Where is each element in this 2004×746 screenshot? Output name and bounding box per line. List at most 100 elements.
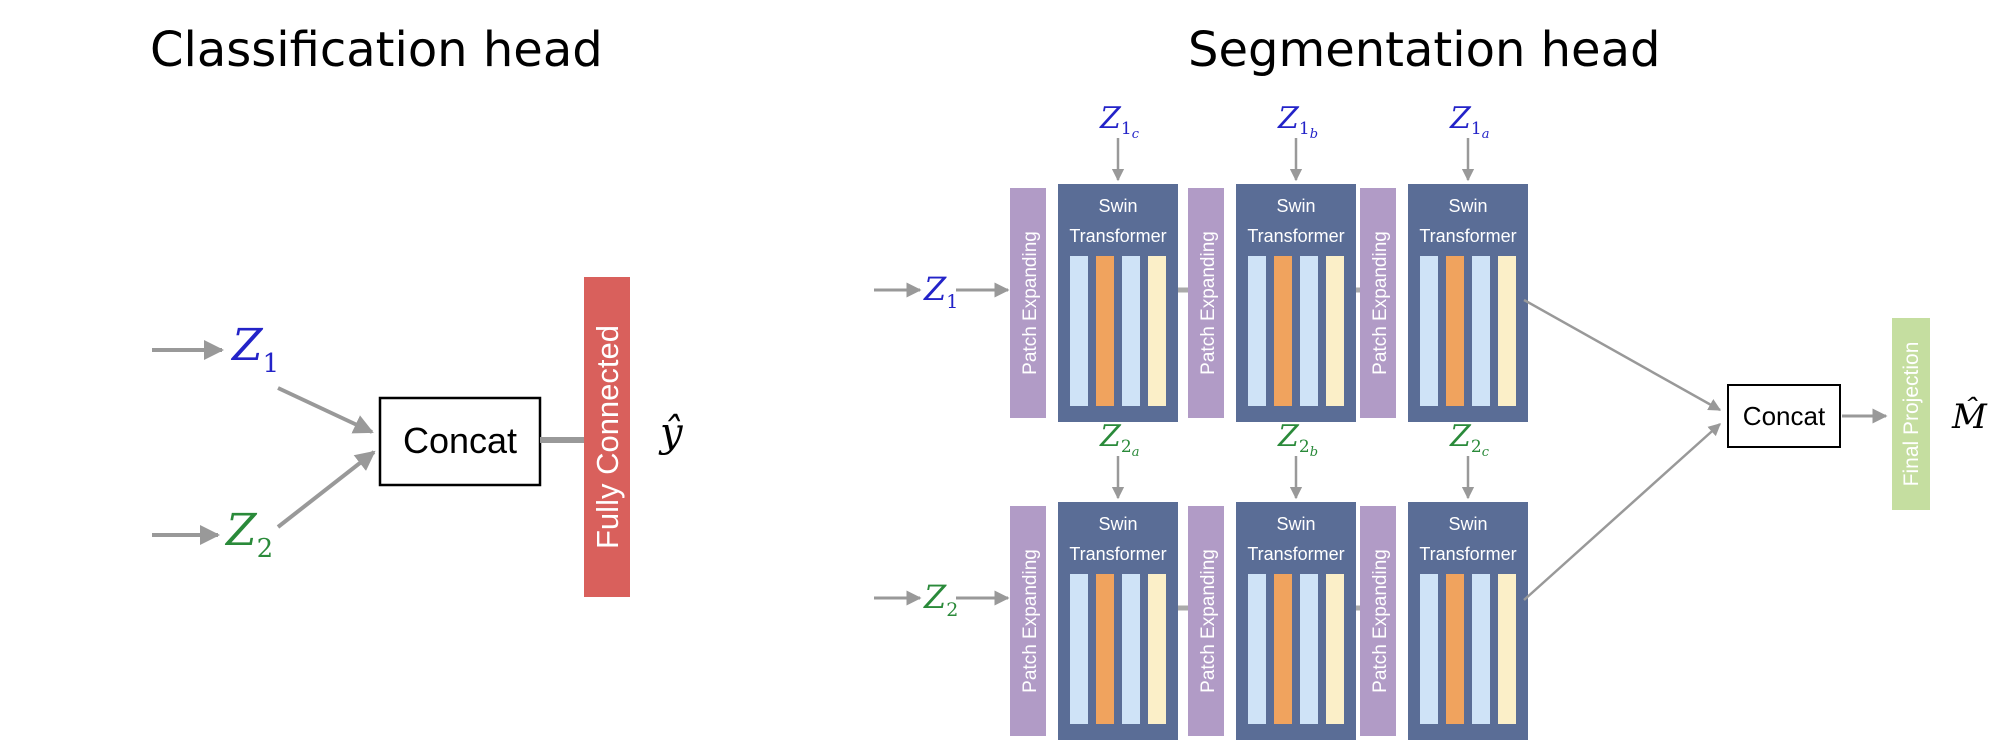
seg-bottom-stage1-swin-label-line2: Transformer <box>1069 544 1166 564</box>
seg-bottom-stage1-skip-sub: 2 <box>1121 437 1132 457</box>
seg-bottom-stage2-patch-expanding-box <box>1188 506 1224 736</box>
seg-top-stage3-patch-expanding-label: Patch Expanding <box>1370 231 1391 375</box>
seg-top-stage1-patch-expanding-label: Patch Expanding <box>1020 231 1041 375</box>
seg-bottom-stage3-patch-expanding-label: Patch Expanding <box>1370 549 1391 693</box>
seg-top-stage3-skip-sub: 1 <box>1471 119 1482 139</box>
cls-z1-to-concat-arrow <box>277 386 374 434</box>
seg-top-stage2-skip-subsub: b <box>1310 127 1318 142</box>
seg-bottom-stage2-swin-label-line2: Transformer <box>1247 544 1344 564</box>
seg-top-stage2-swin-label-line2: Transformer <box>1247 226 1344 246</box>
seg-top-stage3-bar-2 <box>1446 256 1464 406</box>
seg-top-stage2-bar-3 <box>1300 256 1318 406</box>
seg-top-stage2-patch-expanding-label: Patch Expanding <box>1198 231 1219 375</box>
seg-bottom-stage2-swin-label-line1: Swin <box>1276 514 1315 534</box>
seg-top-stage1-bar-4 <box>1148 256 1166 406</box>
seg-top-stage1-skip-sub: 1 <box>1121 119 1132 139</box>
seg-top-stage1-skip-symbol: Z <box>1099 101 1122 136</box>
seg-bottom-stage2-bar-1 <box>1248 574 1266 724</box>
cls-input2-label: Z2 <box>224 505 273 564</box>
cls-z2-to-concat-arrow <box>276 450 376 529</box>
seg-bottom-stage1-swin-label-line1: Swin <box>1098 514 1137 534</box>
seg-bottom-stage3-skip-subsub: c <box>1482 445 1490 460</box>
seg-top-stage2-skip-symbol: Z <box>1277 101 1300 136</box>
seg-top-stage2-skip-label: Z1b <box>1277 101 1318 142</box>
seg-top-stage2-patch-expanding-box <box>1188 188 1224 418</box>
seg-top-input-label: Z1 <box>923 270 958 313</box>
seg-top-stage1-patch-expanding-box <box>1010 188 1046 418</box>
seg-top-stage3-bar-1 <box>1420 256 1438 406</box>
seg-bottom-stage1-skip-symbol: Z <box>1099 419 1122 454</box>
seg-bottom-to-concat-arrow <box>1523 423 1721 601</box>
seg-top-stage1-skip-subsub: c <box>1132 127 1140 142</box>
cls-output-label: ŷ <box>658 410 684 456</box>
segmentation-head: Segmentation head Z1 Z2 Patch ExpandingS… <box>874 22 1988 740</box>
seg-bottom-input-symbol: Z <box>923 578 947 616</box>
seg-bottom-stage1-bar-3 <box>1122 574 1140 724</box>
seg-top-stage1-bar-2 <box>1096 256 1114 406</box>
seg-top-stage2-bar-4 <box>1326 256 1344 406</box>
seg-concat-label: Concat <box>1743 401 1826 431</box>
cls-input1-label: Z1 <box>230 320 279 379</box>
seg-bottom-stage3-bar-3 <box>1472 574 1490 724</box>
cls-input2-symbol: Z <box>224 505 258 556</box>
seg-output-label: M̂ <box>1951 396 1988 437</box>
segmentation-title: Segmentation head <box>1188 22 1660 78</box>
seg-bottom-stage3-skip-label: Z2c <box>1449 419 1490 460</box>
seg-top-input-symbol: Z <box>923 270 947 308</box>
seg-top-stage2-skip-sub: 1 <box>1299 119 1310 139</box>
cls-input1-symbol: Z <box>230 320 264 371</box>
seg-top-stage1-skip-label: Z1c <box>1099 101 1140 142</box>
seg-bottom-stage1-bar-4 <box>1148 574 1166 724</box>
seg-bottom-stage1-patch-expanding-box <box>1010 506 1046 736</box>
cls-fully-connected-box <box>584 277 630 597</box>
seg-top-stage1-swin-label-line1: Swin <box>1098 196 1137 216</box>
seg-bottom-stage1-bar-2 <box>1096 574 1114 724</box>
seg-top-stage3-skip-subsub: a <box>1482 127 1490 142</box>
seg-bottom-stage1-bar-1 <box>1070 574 1088 724</box>
seg-concat-box <box>1727 384 1841 448</box>
seg-bottom-input-sub: 2 <box>946 599 958 621</box>
seg-bottom-stage2-skip-sub: 2 <box>1299 437 1310 457</box>
seg-final-projection-label: Final Projection <box>1900 342 1923 487</box>
seg-top-stage3-skip-symbol: Z <box>1449 101 1472 136</box>
seg-final-projection-box <box>1892 318 1930 510</box>
seg-bottom-stage3-bar-1 <box>1420 574 1438 724</box>
seg-bottom-stage2-skip-subsub: b <box>1310 445 1318 460</box>
seg-top-stage3-swin-label-line2: Transformer <box>1419 226 1516 246</box>
cls-fully-connected-label: Fully Connected <box>590 325 625 549</box>
seg-bottom-stage3-skip-symbol: Z <box>1449 419 1472 454</box>
seg-bottom-stage2-skip-label: Z2b <box>1277 419 1318 460</box>
seg-top-stage3-patch-expanding-box <box>1360 188 1396 418</box>
seg-bottom-stage3-bar-4 <box>1498 574 1516 724</box>
seg-bottom-stage2-patch-expanding-label: Patch Expanding <box>1198 549 1219 693</box>
seg-bottom-stage2-bar-3 <box>1300 574 1318 724</box>
cls-input1-sub: 1 <box>263 349 280 379</box>
seg-top-stage2-bar-2 <box>1274 256 1292 406</box>
classification-head: Classification head Z1 Z2 Concat Fully C… <box>150 22 684 597</box>
seg-top-input-sub: 1 <box>946 291 958 313</box>
seg-bottom-stage2-bar-4 <box>1326 574 1344 724</box>
seg-top-stage2-swin-label-line1: Swin <box>1276 196 1315 216</box>
seg-top-stage3-bar-3 <box>1472 256 1490 406</box>
seg-top-stage1-bar-3 <box>1122 256 1140 406</box>
seg-top-stage1-bar-1 <box>1070 256 1088 406</box>
seg-bottom-stage3-bar-2 <box>1446 574 1464 724</box>
cls-input2-sub: 2 <box>257 534 274 564</box>
seg-bottom-stage2-skip-symbol: Z <box>1277 419 1300 454</box>
seg-bottom-stage3-swin-label-line2: Transformer <box>1419 544 1516 564</box>
seg-top-stage1-swin-label-line2: Transformer <box>1069 226 1166 246</box>
classification-title: Classification head <box>150 22 603 78</box>
seg-top-to-concat-arrow <box>1523 298 1722 412</box>
seg-top-stage3-skip-label: Z1a <box>1449 101 1489 142</box>
seg-bottom-stage3-swin-label-line1: Swin <box>1448 514 1487 534</box>
seg-bottom-stage1-skip-subsub: a <box>1132 445 1140 460</box>
cls-concat-box <box>378 396 542 487</box>
seg-bottom-stage2-bar-2 <box>1274 574 1292 724</box>
cls-concat-label: Concat <box>403 420 517 461</box>
seg-bottom-input-label: Z2 <box>923 578 958 621</box>
seg-bottom-stage3-patch-expanding-box <box>1360 506 1396 736</box>
seg-top-stage2-bar-1 <box>1248 256 1266 406</box>
seg-top-stage3-swin-label-line1: Swin <box>1448 196 1487 216</box>
